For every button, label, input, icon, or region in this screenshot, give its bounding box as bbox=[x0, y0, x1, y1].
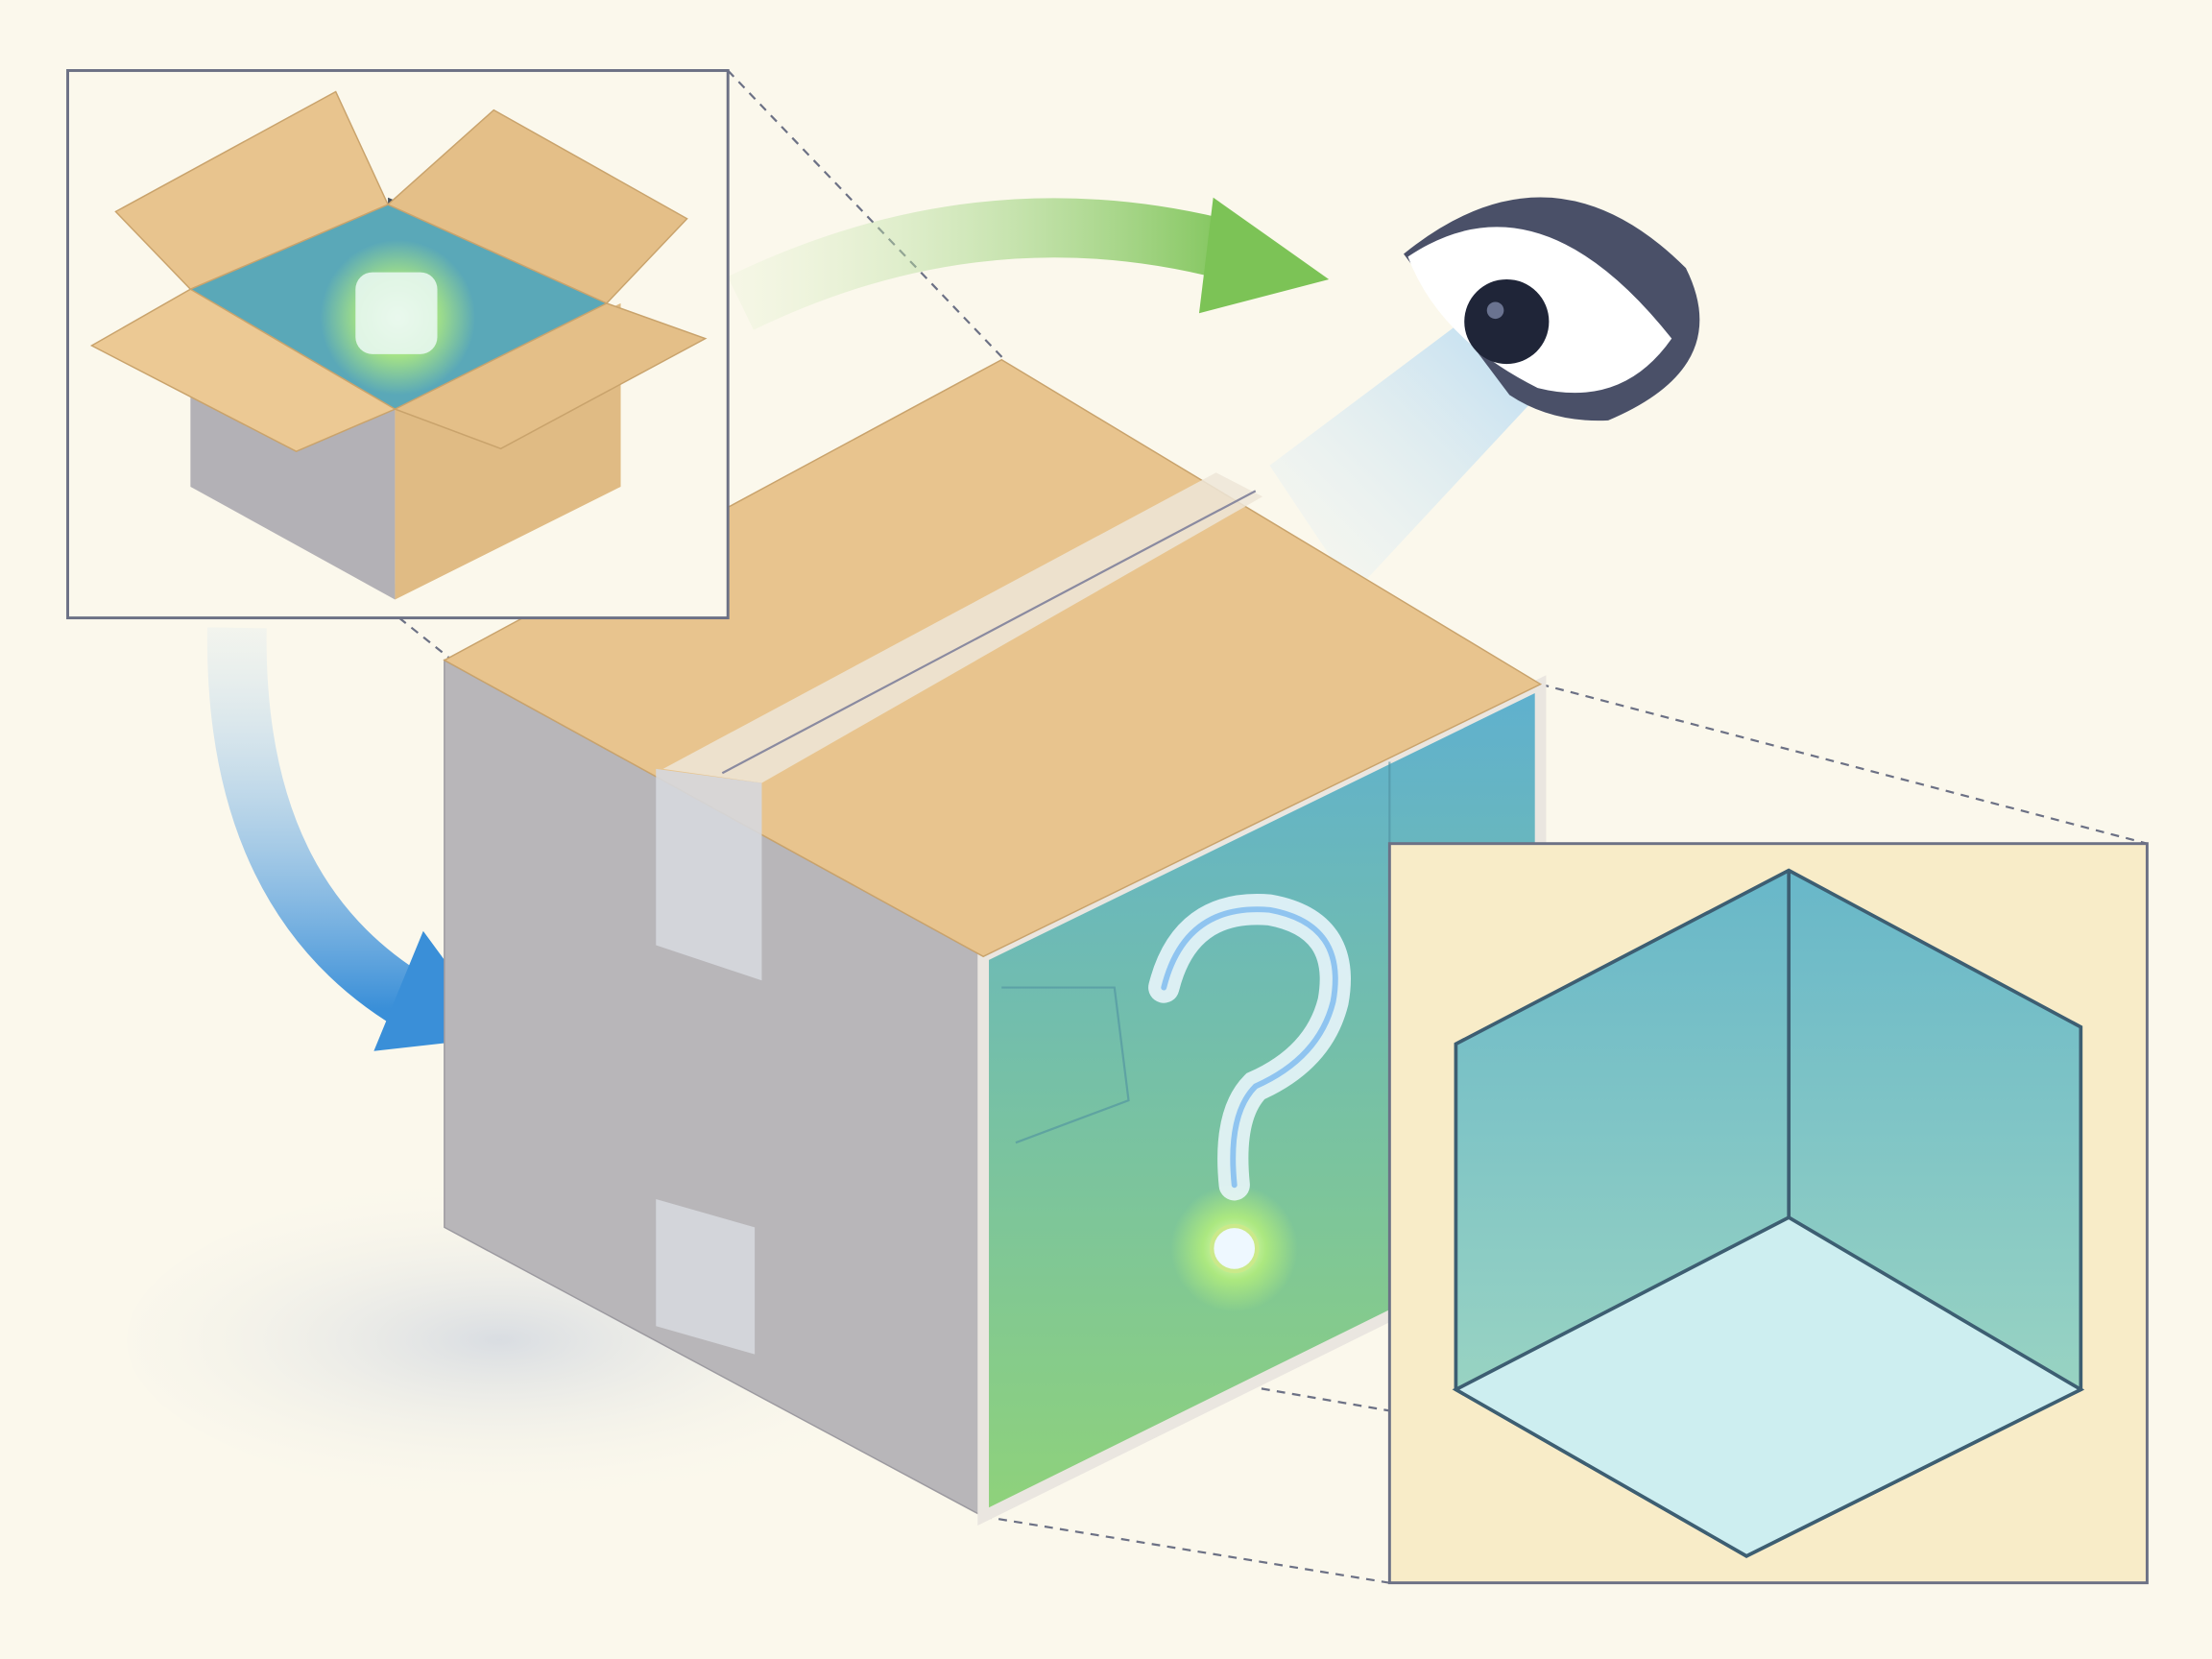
gaze-beam bbox=[1269, 317, 1545, 593]
open-box-inset bbox=[66, 68, 730, 620]
empty-cube-icon bbox=[1452, 868, 2085, 1558]
eye-icon bbox=[1404, 197, 1700, 421]
empty-cube-inset bbox=[1387, 842, 2149, 1585]
question-mark-icon bbox=[1148, 894, 1351, 1312]
open-box-icon bbox=[89, 90, 708, 600]
arrow-icon bbox=[727, 197, 1330, 330]
